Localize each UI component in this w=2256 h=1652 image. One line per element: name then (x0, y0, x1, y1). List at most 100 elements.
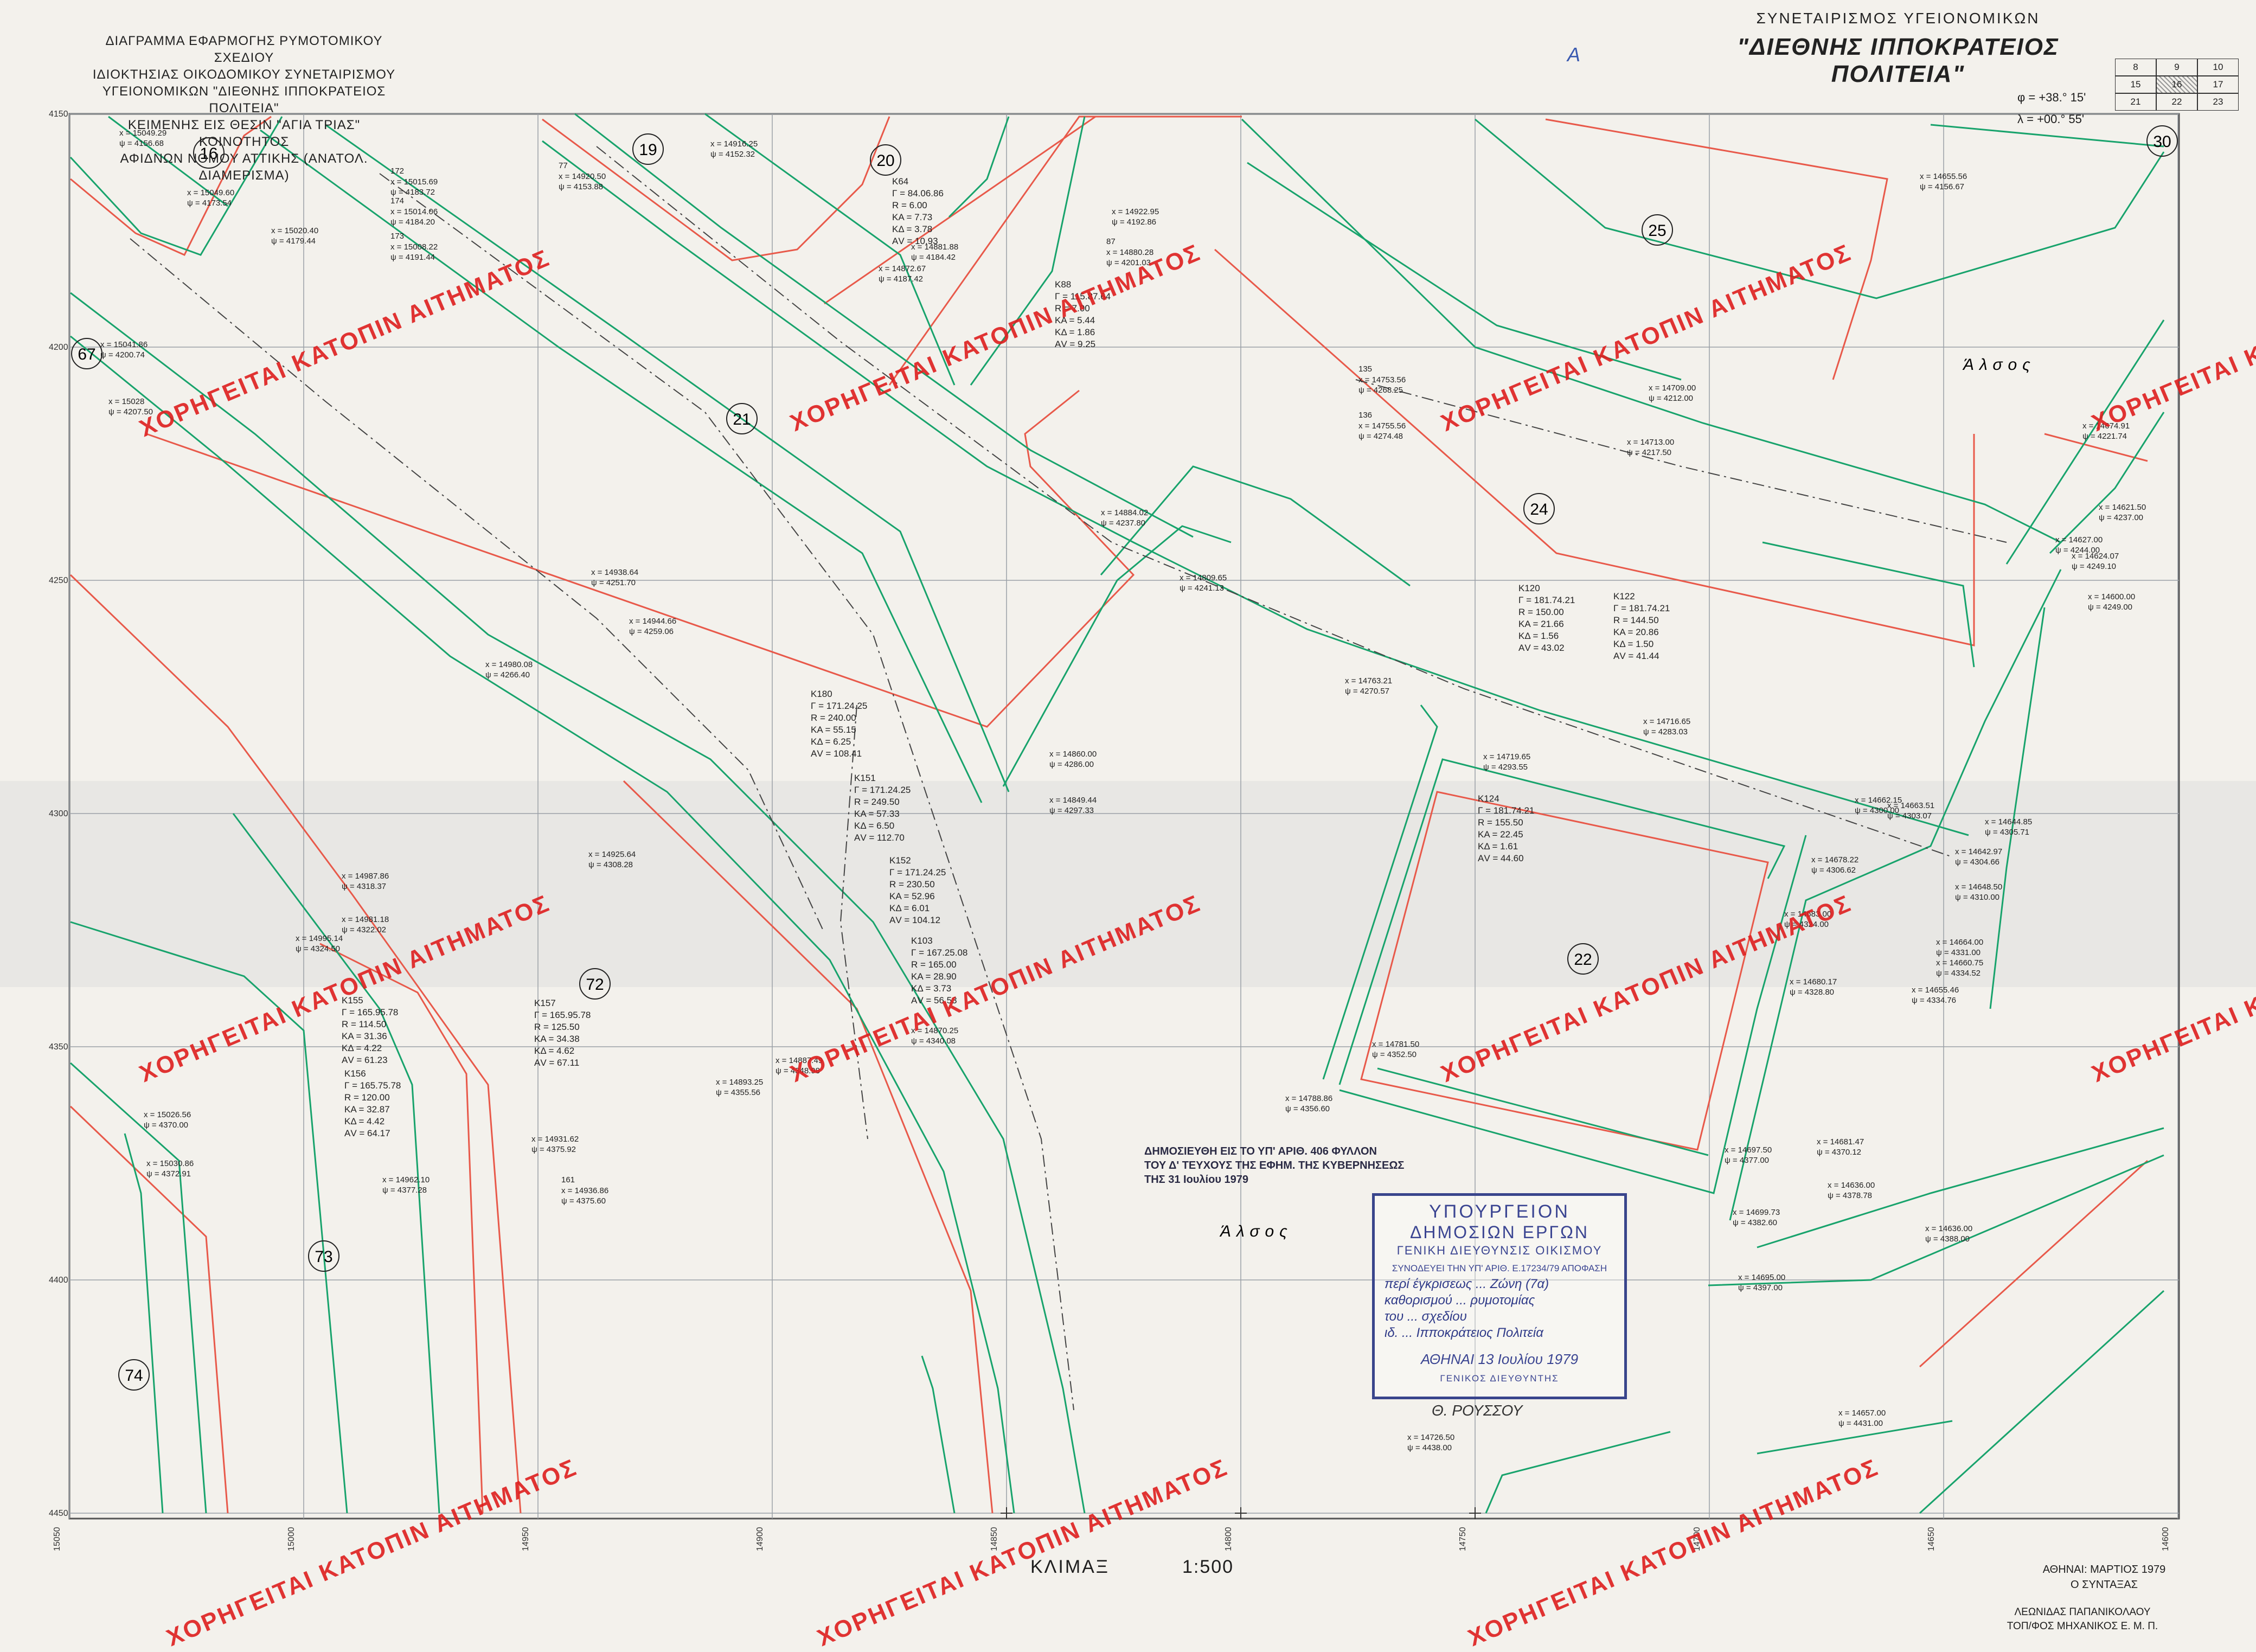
stamp-handwritten: περί έγκρισεως ... Ζώνη (7α) καθορισμού … (1375, 1274, 1624, 1343)
point-label: x = 14674.91ψ = 4221.74 (2082, 421, 2130, 441)
road-edge (70, 292, 1086, 1514)
y-tick-label: 4200 (49, 343, 68, 352)
point-y: ψ = 4184.20 (390, 217, 435, 227)
curve-row: ΚΑ = 57.33 (854, 809, 900, 819)
block-number: 24 (1530, 501, 1548, 518)
point-label: x = 14648.50ψ = 4310.00 (1955, 882, 2002, 902)
point-x: x = 14655.46 (1912, 985, 1959, 995)
title-line: ΙΔΙΟΚΤΗΣΙΑΣ ΟΙΚΟΔΟΜΙΚΟΥ ΣΥΝΕΤΑΙΡΙΣΜΟΥ (92, 67, 396, 82)
stamp-handwritten-line: καθορισμού ... ρυμοτομίας (1385, 1293, 1535, 1308)
x-tick-label: 15000 (287, 1527, 296, 1551)
road-edge (1757, 1420, 1953, 1455)
curve-row: Γ = 115.87.64 (1055, 291, 1111, 302)
curve-row: ΑV = 61.23 (342, 1055, 388, 1065)
point-y: ψ = 4152.32 (710, 150, 755, 159)
point-x: x = 14920.50 (559, 172, 606, 181)
point-y: ψ = 4221.74 (2082, 432, 2127, 441)
point-label: x = 14660.75ψ = 4334.52 (1936, 958, 1983, 978)
road-edge (1002, 525, 1232, 787)
drawing-title-block: ΔΙΑΓΡΑΜΜΑ ΕΦΑΡΜΟΓΗΣ ΡΥΜΟΤΟΜΙΚΟΥ ΣΧΕΔΙΟΥ … (81, 33, 407, 184)
point-y: ψ = 4179.44 (271, 236, 316, 246)
point-x: x = 14872.67 (879, 264, 926, 273)
road-edge (1708, 1154, 2164, 1286)
date-line: ΑΘΗΝΑΙ: ΜΑΡΤΙΟΣ 1979 (2042, 1564, 2166, 1576)
point-x: x = 14849.44 (1049, 796, 1097, 805)
curve-row: ΑV = 9.25 (1055, 339, 1095, 349)
point-x: x = 14987.86 (342, 872, 389, 881)
point-x: x = 14662.15 (1855, 796, 1902, 805)
curve-row: ΚΔ = 1.56 (1518, 631, 1559, 641)
point-y: ψ = 4355.56 (716, 1088, 760, 1097)
point-y: ψ = 4286.00 (1049, 760, 1094, 769)
publication-line: ΤΗΣ 31 Ιουλίου 1979 (1144, 1174, 1249, 1186)
block-74-boundary (69, 1105, 229, 1514)
curve-row: ΚΔ = 3.78 (892, 224, 932, 234)
point-x: x = 14636.00 (1828, 1181, 1875, 1190)
point-label: x = 14809.65ψ = 4241.13 (1180, 573, 1227, 593)
point-y: ψ = 4382.60 (1733, 1218, 1777, 1227)
road-edge (1485, 1431, 1671, 1514)
point-y: ψ = 4270.57 (1345, 687, 1389, 696)
block-number: 72 (586, 976, 604, 994)
road-edge (69, 116, 283, 256)
road-edge (1729, 569, 2062, 1221)
point-x: x = 14681.47 (1817, 1137, 1864, 1147)
point-x: x = 14753.56 (1358, 375, 1406, 385)
curve-row: Γ = 171.24.25 (889, 867, 946, 878)
road-edge (1338, 758, 1786, 1085)
road-edge (2005, 319, 2165, 565)
point-y: ψ = 4304.66 (1955, 857, 1999, 867)
point-label: x = 14627.00ψ = 4244.00 (2055, 535, 2103, 555)
point-y: ψ = 4237.80 (1101, 518, 1145, 528)
point-label: x = 14716.65ψ = 4283.03 (1643, 717, 1690, 737)
curve-row: ΚΑ = 55.15 (811, 725, 856, 735)
sheet-index-cell-current: 16 (2156, 76, 2197, 93)
sheet-index-grid: 8 9 10 15 16 17 21 22 23 (2115, 59, 2239, 111)
point-y: ψ = 4297.33 (1049, 806, 1094, 815)
cooperative-name-main: "ΔΙΕΘΝΗΣ ΙΠΠΟΚΡΑΤΕΙΟΣ ΠΟΛΙΤΕΙΑ" (1737, 34, 2059, 87)
curve-id: K151 (854, 773, 876, 783)
curve-row: Γ = 171.24.25 (811, 701, 867, 711)
point-y: ψ = 4249.10 (2072, 562, 2116, 571)
point-x: x = 15049.29 (119, 129, 166, 138)
point-x: x = 15049.60 (187, 188, 234, 197)
x-tick-label: 15050 (53, 1527, 62, 1551)
point-label: x = 14713.00ψ = 4217.50 (1627, 438, 1674, 457)
date-block: ΑΘΗΝΑΙ: ΜΑΡΤΙΟΣ 1979 Ο ΣΥΝΤΑΞΑΣ (2039, 1562, 2169, 1592)
block-number: 25 (1648, 222, 1666, 240)
point-label: x = 15049.60ψ = 4173.54 (187, 188, 234, 208)
point-x: x = 15041.86 (100, 340, 148, 349)
point-label: x = 14922.95ψ = 4192.86 (1112, 207, 1159, 227)
road-edge (948, 116, 1010, 218)
curve-row: ΑV = 112.70 (854, 833, 905, 843)
point-label: x = 14962.10ψ = 4377.28 (382, 1175, 430, 1195)
curve-row: Γ = 171.24.25 (854, 785, 911, 795)
point-x: x = 14642.97 (1955, 847, 2002, 856)
point-y: ψ = 4293.55 (1483, 763, 1528, 772)
curve-id: K152 (889, 855, 911, 866)
point-y: ψ = 4192.86 (1112, 217, 1156, 227)
block-20-edge (824, 116, 1096, 305)
curve-row: Γ = 167.25.08 (911, 947, 967, 958)
point-y: ψ = 4334.76 (1912, 996, 1956, 1005)
road-edge (1989, 607, 2046, 1009)
point-y: ψ = 4266.40 (485, 670, 530, 680)
point-coordinates: x = 15049.29ψ = 4156.68x = 15049.60ψ = 4… (100, 129, 2146, 1452)
curve-row: R = 155.50 (1478, 817, 1523, 828)
point-x: x = 14697.50 (1725, 1145, 1772, 1155)
road-centerlines (130, 146, 2007, 1411)
centerline (379, 173, 1074, 1411)
sheet-index-cell: 15 (2115, 76, 2156, 93)
point-y: ψ = 4370.00 (144, 1120, 188, 1130)
road-lines (69, 113, 2165, 1514)
curve-row: ΚΑ = 5.44 (1055, 315, 1095, 325)
road-edge (1762, 541, 1975, 668)
point-x: x = 14809.65 (1180, 573, 1227, 582)
point-x: x = 14922.95 (1112, 207, 1159, 216)
point-x: x = 14660.75 (1936, 958, 1983, 968)
